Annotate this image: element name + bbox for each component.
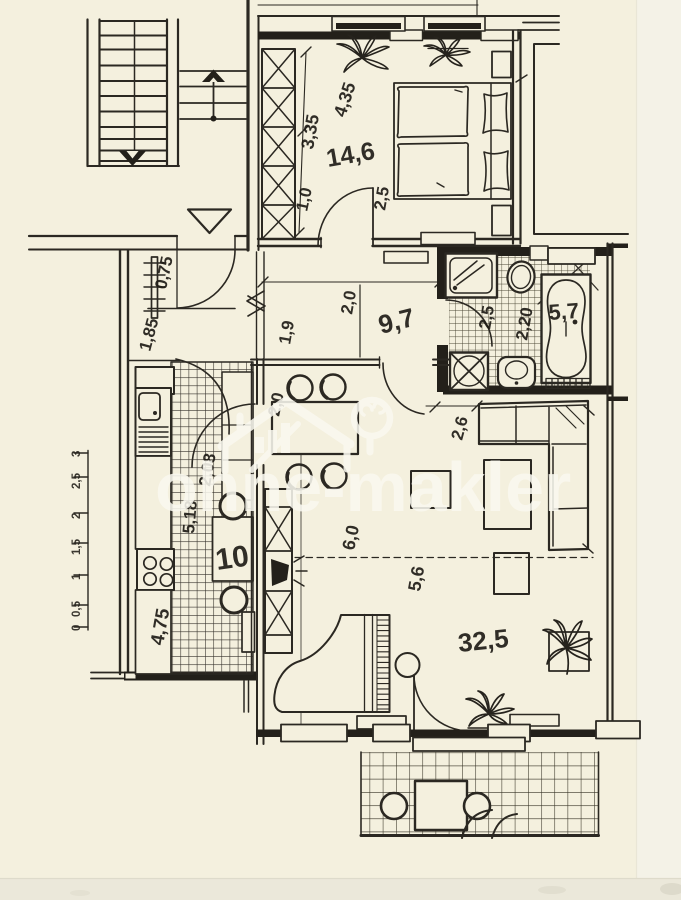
- svg-text:2,5: 2,5: [475, 304, 498, 331]
- svg-text:0: 0: [71, 625, 83, 631]
- svg-text:2: 2: [71, 513, 83, 519]
- svg-text:2,0: 2,0: [337, 289, 360, 316]
- svg-text:10: 10: [213, 540, 251, 577]
- svg-text:1,5: 1,5: [71, 538, 83, 555]
- svg-text:5,18: 5,18: [179, 500, 201, 535]
- svg-text:5,7: 5,7: [548, 298, 580, 325]
- svg-text:1,9: 1,9: [275, 319, 298, 346]
- svg-text:0,5: 0,5: [71, 600, 83, 617]
- svg-text:1: 1: [71, 573, 83, 580]
- svg-text:2,5: 2,5: [370, 185, 393, 212]
- svg-text:5,6: 5,6: [404, 565, 428, 593]
- svg-text:ohne-makler: ohne-makler: [155, 448, 571, 526]
- svg-text:2,5: 2,5: [71, 472, 83, 489]
- svg-text:32,5: 32,5: [456, 623, 509, 658]
- svg-text:3: 3: [71, 451, 83, 457]
- svg-text:1,0: 1,0: [292, 186, 315, 213]
